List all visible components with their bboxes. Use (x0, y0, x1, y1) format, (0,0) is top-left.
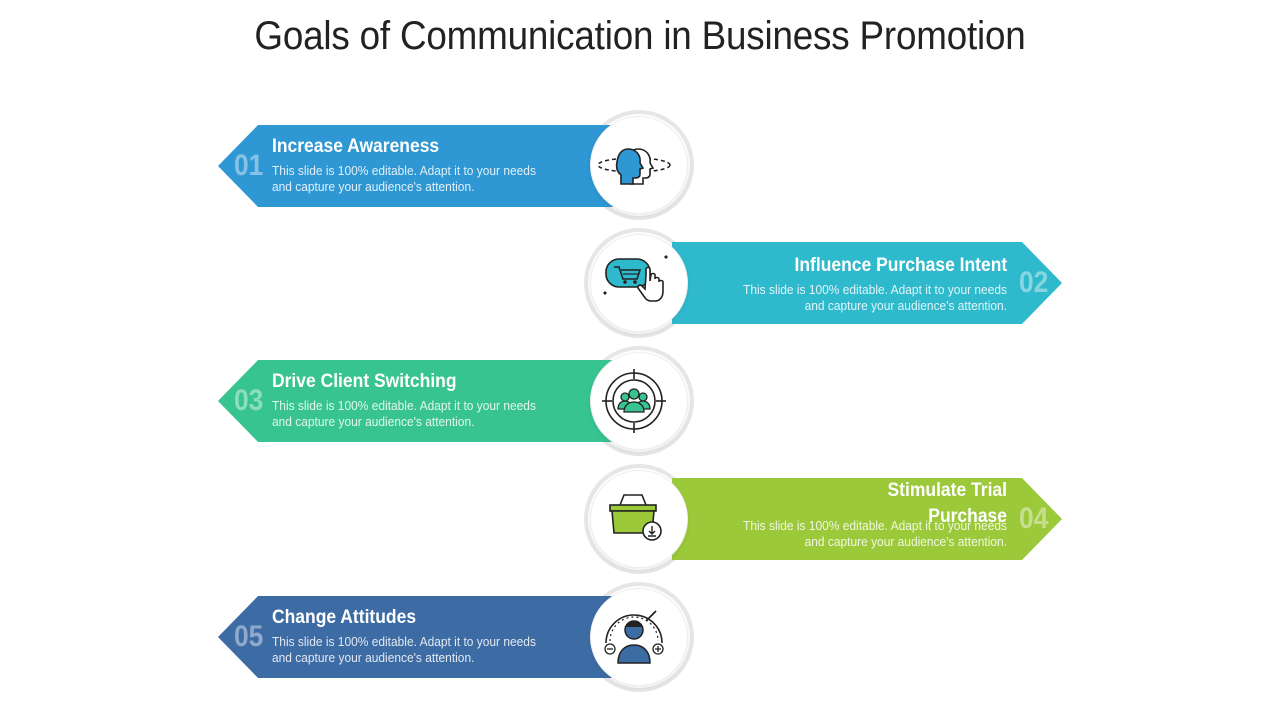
goal-number: 01 (234, 149, 264, 182)
goal-number: 02 (1018, 266, 1048, 299)
goal-banner-5: 05 Change Attitudes This slide is 100% e… (218, 596, 613, 678)
goal-number: 03 (234, 384, 264, 417)
goal-title: Change Attitudes (272, 607, 417, 628)
goal-description: This slide is 100% editable. Adapt it to… (272, 163, 536, 194)
goal-banner-3: 03 Drive Client Switching This slide is … (218, 360, 613, 442)
goal-description: This slide is 100% editable. Adapt it to… (272, 398, 536, 429)
goal-title: Influence Purchase Intent (794, 255, 1007, 276)
goal-description: This slide is 100% editable. Adapt it to… (743, 282, 1007, 313)
goal-description: This slide is 100% editable. Adapt it to… (272, 634, 536, 665)
goal-title: Increase Awareness (272, 136, 440, 157)
shopping-cart-click-icon (603, 255, 668, 302)
goal-title: Drive Client Switching (272, 371, 457, 392)
goal-banner-4: 04 Stimulate Trial Purchase This slide i… (672, 478, 1062, 560)
person-gauge-icon (604, 610, 664, 664)
target-group-icon (602, 369, 666, 433)
goal-description: This slide is 100% editable. Adapt it to… (743, 518, 1007, 549)
goal-title: Stimulate Trial Purchase (887, 480, 1007, 527)
slide-title: Goals of Communication in Business Promo… (254, 14, 1026, 58)
goal-banner-1: 01 Increase Awareness This slide is 100%… (218, 125, 613, 207)
goal-number: 05 (234, 620, 264, 653)
head-profile-icon (597, 148, 671, 185)
goal-number: 04 (1018, 502, 1048, 535)
basket-download-icon (609, 494, 662, 541)
goal-banner-2: 02 Influence Purchase Intent This slide … (672, 242, 1062, 324)
